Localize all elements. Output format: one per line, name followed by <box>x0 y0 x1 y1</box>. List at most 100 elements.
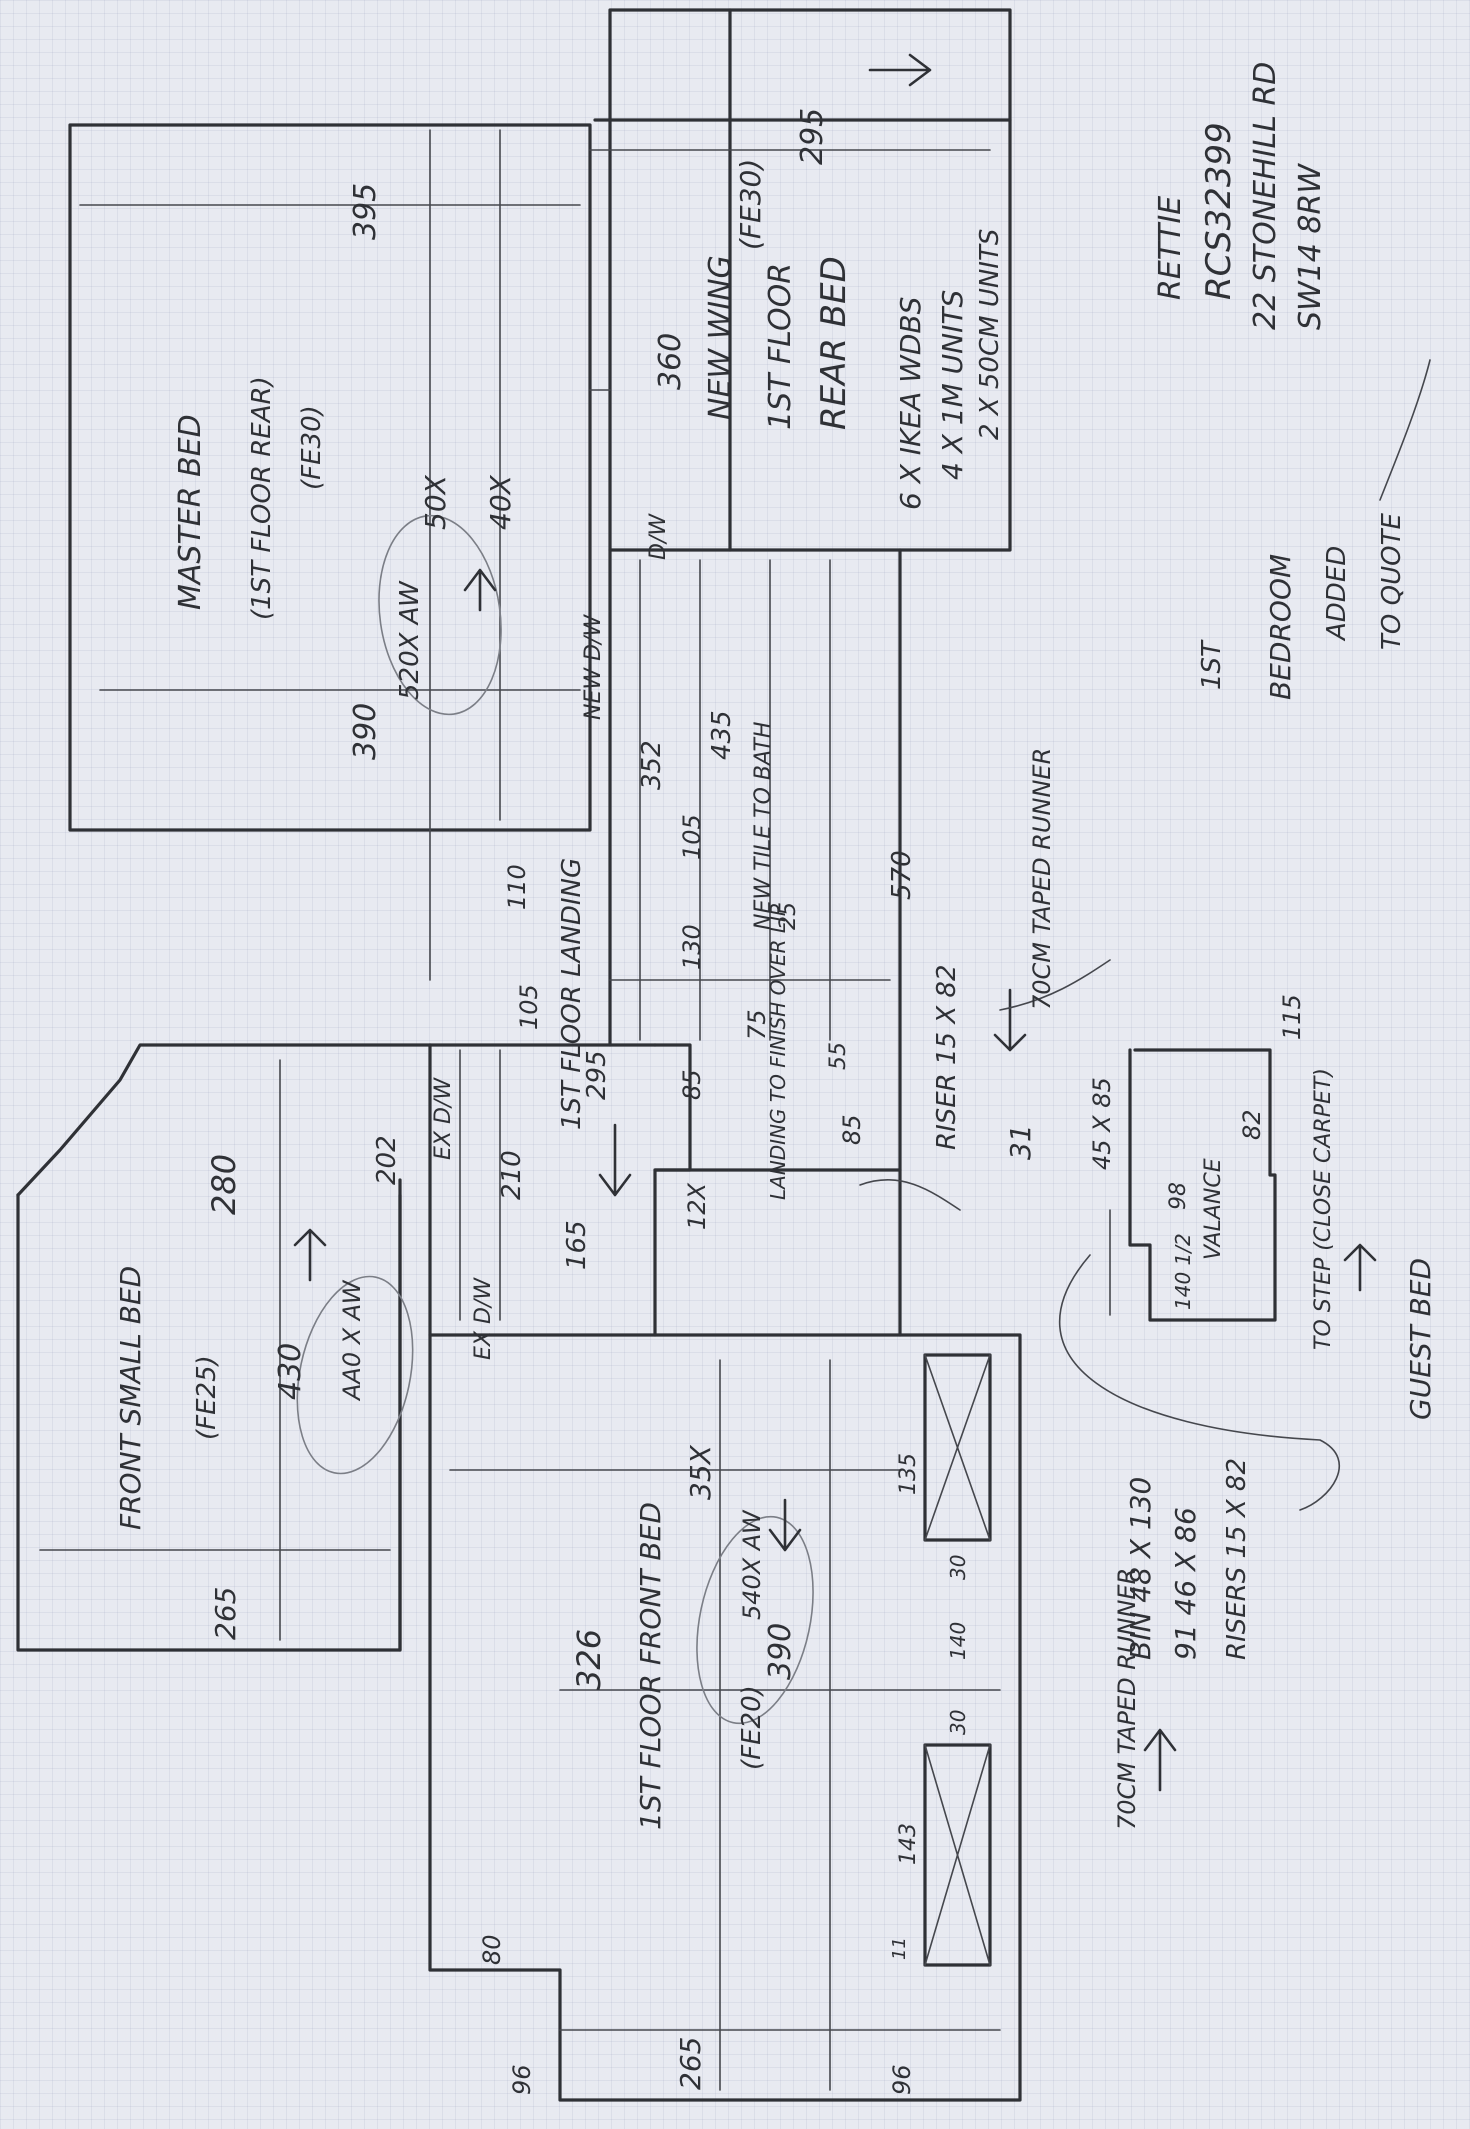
master-bed-floor: (1ST FLOOR REAR) <box>247 376 277 620</box>
front-bed-corner-b: 96 <box>888 2064 916 2095</box>
landing-dim-b: 105 <box>515 984 543 1030</box>
front-bed-depth: 390 <box>763 1623 798 1680</box>
small-bed-name: FRONT SMALL BED <box>114 1266 147 1530</box>
rear-bed-depth: 295 <box>795 108 830 165</box>
runner-title: 70CM TAPED RUNNER <box>1113 1568 1141 1830</box>
front-bed-corner-a: 96 <box>508 2064 536 2095</box>
cupboard-d: 30 <box>946 1710 970 1735</box>
to-step-note: TO STEP (CLOSE CARPET) <box>1311 1068 1336 1350</box>
front-small-bed-walls <box>16 1043 432 1652</box>
master-bed-depth: 390 <box>348 703 383 760</box>
step-a: 45 X 85 <box>1088 1077 1116 1170</box>
step-e: 140 1/2 <box>1171 1233 1195 1310</box>
direction-arrows <box>293 53 1431 1792</box>
ref-name: RETTIE <box>1153 196 1188 300</box>
small-bed-depth2: 265 <box>209 1587 242 1640</box>
step-b: 115 <box>1278 994 1306 1040</box>
runner-line1: BIN 48 X 130 <box>1124 1477 1157 1660</box>
master-bed-wall-a: 50X <box>419 474 452 530</box>
landing-dim-c: 105 <box>678 814 706 860</box>
landing-dim-k: 55 <box>826 1042 851 1070</box>
landing-stair-note: LANDING TO FINISH OVER LIP <box>766 903 790 1200</box>
riser-count: 31 <box>1004 1124 1037 1160</box>
step-d: 98 <box>1166 1182 1191 1210</box>
landing-taped-runner: 70CM TAPED RUNNER <box>1028 748 1056 1010</box>
cupboard-a: 135 <box>896 1453 921 1495</box>
small-bed-width: 280 <box>205 1154 243 1215</box>
landing-width-a: 210 <box>497 1150 527 1200</box>
landing-dim-g: 85 <box>838 1114 866 1145</box>
rear-bed-text: NEW WING 1ST FLOOR REAR BED (FE30) 360 2… <box>653 108 1005 510</box>
landing-dim-h: 75 <box>743 1009 771 1040</box>
stairs-text: RISER 15 X 82 31 45 X 85 115 82 98 140 1… <box>932 964 1336 1830</box>
runner-line2: 91 46 X 86 <box>1169 1507 1202 1660</box>
small-bed-aw: AA0 X AW <box>338 1279 366 1402</box>
front-bed-code: (FE20) <box>737 1685 767 1770</box>
front-bed-bay: 265 <box>674 2037 707 2090</box>
dimension-lines <box>39 129 1001 2091</box>
extra-note-4: TO QUOTE <box>1377 513 1407 650</box>
rear-bed-units2: 2 X 50CM UNITS <box>975 229 1005 440</box>
guest-bed-label: GUEST BED <box>1404 1258 1437 1420</box>
ref-code: RCS32399 <box>1199 122 1239 300</box>
rear-bed-floor: 1ST FLOOR <box>763 263 798 430</box>
cupboard-boxes <box>923 1353 992 1967</box>
front-bed-aw: 540X AW <box>738 1509 766 1620</box>
extra-note-1: 1ST <box>1197 639 1227 690</box>
front-bed-depth2: 35X <box>684 1444 717 1500</box>
door-dw: D/W <box>646 513 671 560</box>
guest-stair-walls <box>1109 1048 1277 1322</box>
rear-bed-wing: NEW WING <box>703 255 738 420</box>
rear-bed-name: REAR BED <box>814 256 854 430</box>
extra-note-3: ADDED <box>1322 546 1352 642</box>
landing-dim-n: 570 <box>887 850 917 900</box>
door-new: NEW D/W <box>581 614 606 720</box>
front-bed-text: 1ST FLOOR FRONT BED (FE20) 326 390 35X 5… <box>478 1444 916 2095</box>
rear-bedroom-walls <box>593 8 1012 552</box>
landing-width-b: 165 <box>562 1220 592 1270</box>
master-bed-width: 395 <box>348 183 383 240</box>
master-bed-wall-b: 40X <box>484 474 517 530</box>
landing-dim-l: 352 <box>637 740 667 790</box>
cupboard-b: 30 <box>946 1555 970 1580</box>
rear-bed-code: (FE30) <box>734 159 767 250</box>
landing-walls <box>428 548 902 1337</box>
landing-dim-a: 110 <box>503 864 531 910</box>
front-bed-wall-80: 80 <box>478 1934 506 1965</box>
valance-label: VALANCE <box>1201 1158 1226 1260</box>
cupboard-e: 143 <box>896 1823 921 1865</box>
rear-bed-width: 360 <box>653 333 688 390</box>
door-labels: EX D/W EX D/W NEW D/W D/W <box>431 513 671 1360</box>
reference-block: RCS32399 RETTIE 22 STONEHILL RD SW14 8RW <box>1153 62 1328 330</box>
landing-dim-f: 85 <box>678 1069 706 1100</box>
first-floor-front-bed-walls <box>428 1333 1022 2102</box>
front-bed-area-ellipse <box>696 1515 814 1725</box>
rear-bed-units1: 4 X 1M UNITS <box>936 290 969 480</box>
master-bed-name: MASTER BED <box>173 414 208 610</box>
extra-note-2: BEDROOM <box>1264 554 1297 700</box>
guest-bed-text: GUEST BED 1ST BEDROOM ADDED TO QUOTE <box>1197 513 1437 1420</box>
master-bed-code: (FE30) <box>297 405 327 490</box>
landing-note: 1ST FLOOR LANDING <box>557 858 587 1130</box>
front-small-bed-text: FRONT SMALL BED (FE25) 280 430 265 AA0 X… <box>114 1154 366 1640</box>
step-c: 82 <box>1238 1109 1266 1140</box>
landing-width-c: 202 <box>372 1135 402 1185</box>
landing-dim-j: 25 <box>776 902 801 930</box>
ref-address2: SW14 8RW <box>1293 163 1328 330</box>
master-area-ellipse <box>378 514 502 716</box>
small-bed-depth: 430 <box>273 1343 308 1400</box>
master-bed-aw: 520X AW <box>395 580 425 700</box>
front-bed-width: 326 <box>570 1629 608 1690</box>
landing-new-tile: NEW TILE TO BATH <box>751 722 776 930</box>
door-ex-1: EX D/W <box>431 1077 456 1160</box>
landing-text: 1ST FLOOR LANDING 295 210 165 202 110 10… <box>372 710 1056 1270</box>
door-ex-2: EX D/W <box>471 1277 496 1360</box>
landing-dim-m: 435 <box>707 710 737 760</box>
landing-dim-d: 130 <box>678 924 706 970</box>
landing-length: 295 <box>582 1050 612 1100</box>
cupboard-numbers: 135 30 140 30 143 11 <box>889 1453 970 1960</box>
small-bed-area-ellipse <box>296 1275 414 1475</box>
rear-bed-wardrobes: 6 X IKEA WDBS <box>894 297 927 510</box>
